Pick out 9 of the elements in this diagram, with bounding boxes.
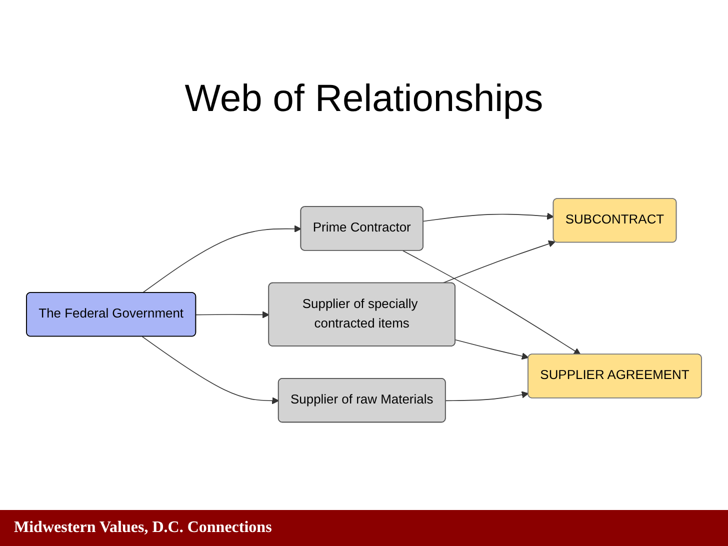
arrow [402,250,581,354]
footer-text: Midwestern Values, D.C. Connections [14,519,272,537]
arrow [142,224,302,293]
arrow [445,390,529,401]
arrow [455,339,529,360]
title: Web of Relationships [184,78,544,121]
arrow [142,336,280,404]
arrow [196,310,270,318]
arrow [423,212,554,222]
